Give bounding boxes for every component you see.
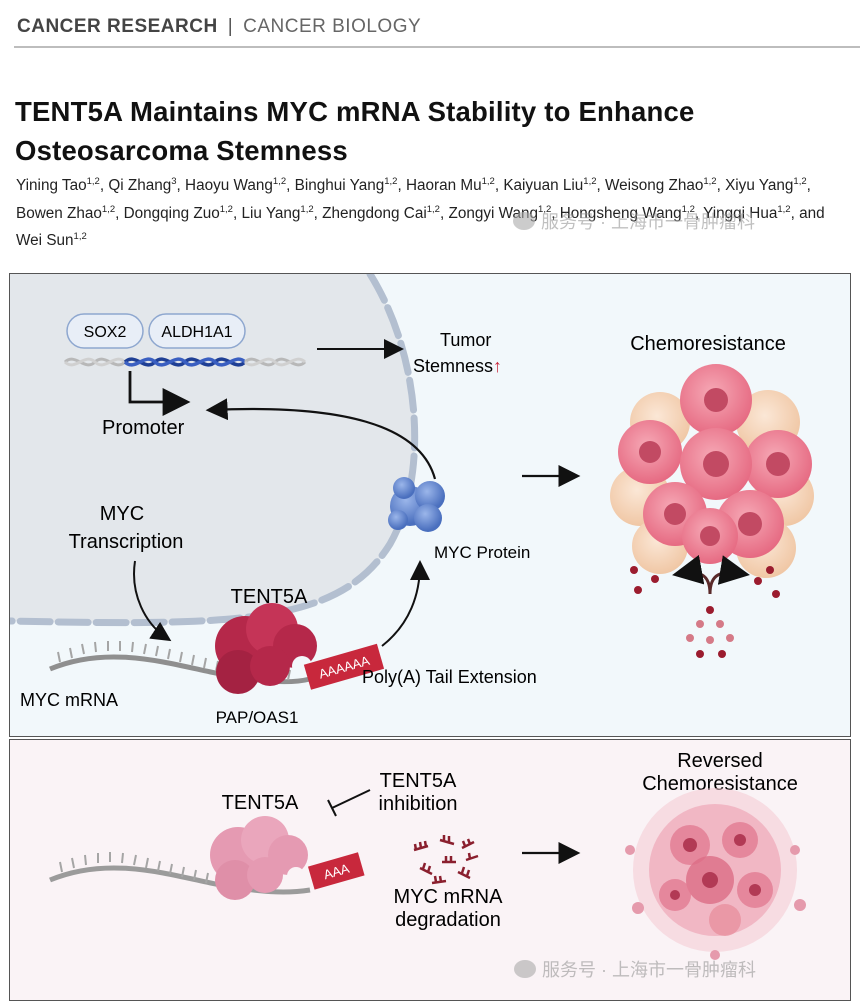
author-affiliation: 1,2 [272, 176, 287, 187]
author-name: Bowen Zhao [16, 204, 102, 222]
myc-tx-label-1: MYC [100, 503, 144, 525]
author-affiliation: 3 [171, 176, 177, 187]
journal-header: CANCER RESEARCH | CANCER BIOLOGY [17, 16, 421, 38]
pap-label: PAP/OAS1 [216, 708, 299, 727]
tumor-label: Tumor [440, 330, 491, 350]
author-affiliation: 1,2 [538, 203, 552, 215]
short-polya-text: AAA [322, 861, 351, 883]
inhibition-label-1: TENT5A [380, 770, 457, 792]
author-name: Xiyu Yang [725, 177, 794, 195]
author-name: Zhengdong Cai [322, 204, 427, 222]
header-separator: | [227, 16, 234, 37]
myc-protein-blob [388, 477, 445, 532]
sox2-box [66, 313, 144, 349]
article-title: TENT5A Maintains MYC mRNA Stability to E… [15, 92, 845, 170]
faded-mrna-strand [49, 852, 311, 895]
author-name: Liu Yang [241, 204, 301, 222]
reversed-label-2: Chemoresistance [642, 773, 798, 795]
author-name: Qi Zhang [108, 177, 172, 195]
title-line-2: Osteosarcoma Stemness [15, 135, 348, 166]
myc-protein-label: MYC Protein [434, 543, 530, 562]
mrna-fragments [413, 835, 479, 885]
tent5a-label-top: TENT5A [231, 586, 308, 608]
degradation-label-1: MYC mRNA [394, 886, 504, 908]
tent5a-protein [215, 603, 317, 694]
author-affiliation: 1,2 [219, 203, 233, 215]
author-name: Yingqi Hua [703, 204, 778, 222]
inhibition-bar [327, 789, 371, 817]
figure-panel-top: SOX2 ALDH1A1 Promoter Tumor Stemness↑ Ch… [6, 270, 851, 737]
journal-name: CANCER RESEARCH [17, 16, 218, 37]
short-polya-tag: AAA [307, 852, 365, 890]
feedback-arrow [205, 398, 437, 480]
tent5a-label-bottom: TENT5A [222, 792, 299, 814]
reversed-label-1: Reversed [677, 750, 763, 772]
watermark-text-bottom: 服务号 · 上海市一骨肿瘤科 [542, 960, 756, 980]
author-affiliation: 1,2 [583, 176, 597, 187]
mechanism-diagram: SOX2 ALDH1A1 Promoter Tumor Stemness↑ Ch… [6, 270, 814, 727]
wechat-icon [514, 960, 536, 978]
dying-cell-mass [625, 788, 806, 960]
wechat-icon [513, 212, 535, 230]
promoter-label: Promoter [102, 417, 185, 439]
author-name: Hongsheng Wang [559, 204, 682, 222]
author-name: Yining Tao [16, 177, 87, 195]
author-affiliation: 1,2 [481, 176, 495, 187]
sox2-label: SOX2 [84, 324, 127, 341]
author-name: Haoran Mu [405, 177, 482, 195]
header-divider [14, 46, 860, 48]
myc-tx-label-2: Transcription [69, 531, 184, 553]
author-affiliation: 1,2 [384, 176, 398, 187]
author-affiliation: 1,2 [703, 176, 717, 187]
author-and: and [799, 204, 825, 222]
author-affiliation: 1,2 [426, 203, 440, 215]
author-affiliation: 1,2 [86, 176, 100, 187]
author-affiliation: 1,2 [101, 203, 116, 215]
translation-arrow [381, 560, 430, 647]
tumor-cell-cluster [610, 364, 814, 578]
transcription-arrow [133, 560, 172, 642]
author-affiliation: 1,2 [681, 203, 695, 215]
author-list: Yining Tao1,2, Qi Zhang3, Haoyu Wang1,2,… [16, 176, 825, 250]
drug-efflux [630, 554, 780, 658]
author-name: Kaiyuan Liu [503, 177, 584, 195]
promoter-arrow [128, 371, 191, 416]
author-name: Wei Sun [16, 232, 74, 250]
watermark-text: 服务号 · 上海市一骨肿瘤科 [541, 212, 755, 232]
author-name: Weisong Zhao [605, 177, 704, 195]
author-affiliation: 1,2 [73, 231, 87, 243]
figure-panel-bottom: TENT5A TENT5A inhibition AAA [9, 739, 851, 1001]
dna-helix [63, 357, 307, 367]
author-affiliation: 1,2 [777, 203, 791, 215]
aldh1a1-box [148, 313, 246, 349]
polya-label: Poly(A) Tail Extension [362, 667, 537, 687]
tent5a-protein-faded [210, 816, 308, 900]
myc-mrna-label: MYC mRNA [20, 690, 118, 710]
degradation-label-2: degradation [395, 909, 501, 931]
author-name: Dongqing Zuo [123, 204, 220, 222]
title-line-1: TENT5A Maintains MYC mRNA Stability to E… [15, 96, 695, 127]
watermark-bottom: 服务号 · 上海市一骨肿瘤科 [514, 956, 756, 982]
stemness-label: Stemness↑ [413, 356, 502, 376]
aldh1a1-label: ALDH1A1 [161, 324, 232, 341]
inhibition-diagram: TENT5A TENT5A inhibition AAA [49, 750, 806, 960]
section-name: CANCER BIOLOGY [243, 16, 422, 37]
author-affiliation: 1,2 [300, 203, 314, 215]
author-name: Haoyu Wang [185, 177, 273, 195]
watermark-top: 服务号 · 上海市一骨肿瘤科 [513, 208, 755, 234]
author-affiliation: 1,2 [793, 176, 807, 187]
author-name: Binghui Yang [294, 177, 385, 195]
chemoresistance-title: Chemoresistance [630, 333, 786, 355]
inhibition-label-2: inhibition [379, 793, 458, 815]
